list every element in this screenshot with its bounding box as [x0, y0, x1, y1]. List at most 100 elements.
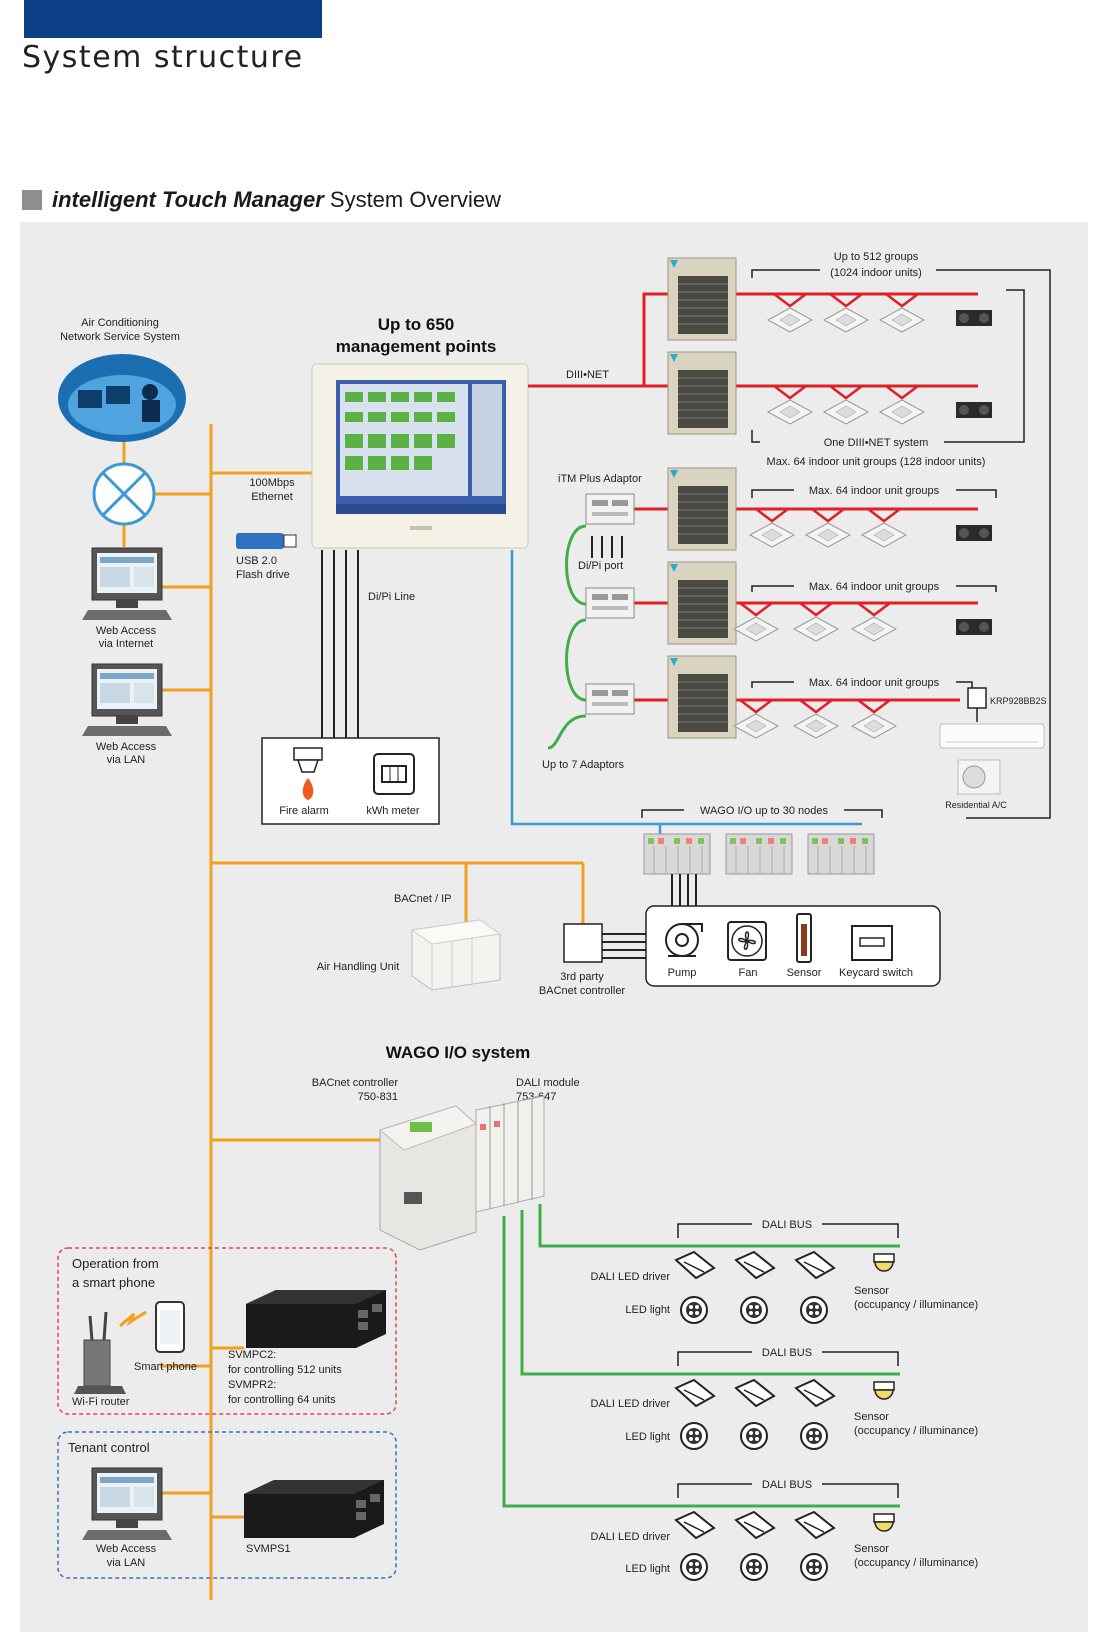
- led-light-icon: [680, 1296, 708, 1324]
- led-light-icon: [740, 1553, 768, 1581]
- dali-driver-icon: [735, 1379, 775, 1407]
- fire-alarm-icon: [293, 747, 323, 800]
- itm-capacity-line-2: management points: [336, 337, 497, 356]
- overview-title: intelligent Touch Manager System Overvie…: [52, 187, 501, 213]
- wago-node-3: [807, 833, 875, 875]
- web-lan-label-1: Web Access: [96, 741, 157, 753]
- overview-title-italic: intelligent Touch Manager: [52, 187, 324, 212]
- adaptor-dipi-port-lines: [591, 536, 623, 558]
- svmpc2-server-icon: [246, 1290, 386, 1348]
- sensor-label-2b: (occupancy / illuminance): [854, 1425, 978, 1437]
- dipi-port-label: Di/Pi port: [578, 560, 623, 572]
- residential-ac-icon: [939, 723, 1045, 795]
- web-internet-label-1: Web Access: [96, 625, 157, 637]
- led-light-icon: [800, 1296, 828, 1324]
- dali-driver-icon: [735, 1251, 775, 1279]
- indoor-duct-icon: [956, 402, 992, 418]
- led-light-icon: [680, 1553, 708, 1581]
- indoor-cassette-icon: [733, 713, 779, 739]
- dali-driver-icon: [675, 1379, 715, 1407]
- indoor-cassette-icon: [851, 616, 897, 642]
- smart-phone-label: Smart phone: [134, 1361, 197, 1373]
- indoor-cassette-icon: [733, 616, 779, 642]
- dali-driver-icon: [675, 1251, 715, 1279]
- web-lan-label-2: via LAN: [107, 754, 146, 766]
- dali-driver-icon: [735, 1511, 775, 1539]
- dali-sensor-icon: [873, 1253, 895, 1272]
- indoor-duct-icon: [956, 619, 992, 635]
- web-lan-pc-icon: [81, 663, 173, 737]
- ethernet-label-2: Ethernet: [251, 491, 293, 503]
- usb-drive-icon: [236, 533, 297, 549]
- sensor-label-2a: Sensor: [854, 1411, 889, 1423]
- svm-label-1: SVMPC2:: [228, 1349, 276, 1361]
- device-label-keycard: Keycard switch: [839, 967, 913, 979]
- ac-service-label-2: Network Service System: [60, 331, 180, 343]
- led-light-icon: [740, 1296, 768, 1324]
- kwh-meter-icon: [373, 753, 415, 795]
- svmps1-server-icon: [244, 1480, 384, 1538]
- outdoor-unit-5: [667, 655, 737, 739]
- dali-driver-label-2: DALI LED driver: [591, 1398, 671, 1410]
- indoor-cassette-icon: [823, 307, 869, 333]
- bacnet-ip-label: BACnet / IP: [394, 893, 451, 905]
- smart-phone-box: [57, 1247, 397, 1415]
- wago-nodes-label: WAGO I/O up to 30 nodes: [700, 805, 828, 817]
- itm-plus-adaptor-1: [585, 493, 635, 525]
- up-to-7-label: Up to 7 Adaptors: [542, 759, 624, 771]
- itm-plus-adaptor-3: [585, 683, 635, 715]
- itm-capacity-line-1: Up to 650: [378, 315, 455, 334]
- web-internet-label-2: via Internet: [99, 638, 153, 650]
- dali-driver-label-1: DALI LED driver: [591, 1271, 671, 1283]
- ethernet-label-1: 100Mbps: [249, 477, 295, 489]
- device-label-sensor: Sensor: [787, 967, 822, 979]
- led-light-icon: [800, 1553, 828, 1581]
- tenant-web-label-1: Web Access: [96, 1543, 157, 1555]
- wago-nodes-label-bg: [684, 803, 844, 817]
- indoor-duct-icon: [956, 525, 992, 541]
- max-note-label: Max. 64 indoor unit groups (128 indoor u…: [767, 456, 986, 468]
- indoor-cassette-icon: [823, 399, 869, 425]
- dali-driver-icon: [795, 1511, 835, 1539]
- controller-link-lines: [602, 933, 646, 959]
- wago-controller-icon: [378, 1095, 545, 1251]
- groups-label-2: (1024 indoor units): [830, 267, 922, 279]
- diii-net-lines: [528, 292, 978, 702]
- pump-icon: [665, 923, 703, 957]
- svm-label-4: for controlling 64 units: [228, 1394, 336, 1406]
- dali-bus-lines: [502, 1204, 900, 1508]
- outdoor-unit-4: [667, 561, 737, 645]
- keycard-switch-icon: [851, 925, 893, 961]
- overview-marker: [22, 190, 42, 210]
- dipi-lines: [321, 550, 359, 738]
- wifi-router-label: Wi-Fi router: [72, 1396, 130, 1408]
- bacnet-controller-label-1: BACnet controller: [312, 1077, 399, 1089]
- tenant-web-label-2: via LAN: [107, 1557, 146, 1569]
- krp-label: KRP928BB2S: [990, 696, 1047, 706]
- internet-globe-icon: [92, 462, 156, 526]
- indoor-cassette-icon: [767, 307, 813, 333]
- overview-title-rest: System Overview: [329, 187, 502, 212]
- header-bar: [24, 0, 322, 38]
- led-light-icon: [680, 1422, 708, 1450]
- device-label-pump: Pump: [668, 967, 697, 979]
- smart-title-1: Operation from: [72, 1256, 159, 1271]
- wago-node-lines: [671, 874, 697, 906]
- indoor-cassette-icon: [861, 522, 907, 548]
- control-room-icon: [58, 354, 186, 442]
- itm-plus-label: iTM Plus Adaptor: [558, 473, 642, 485]
- tenant-control-box: [57, 1431, 397, 1579]
- third-party-controller-icon: [563, 923, 603, 963]
- sensor-label-3b: (occupancy / illuminance): [854, 1557, 978, 1569]
- indoor-duct-icon: [956, 310, 992, 326]
- itm-plus-adaptor-2: [585, 587, 635, 619]
- svm-label-3: SVMPR2:: [228, 1379, 276, 1391]
- max64-label-a: Max. 64 indoor unit groups: [809, 485, 940, 497]
- smart-title-2: a smart phone: [72, 1275, 155, 1290]
- indoor-cassette-icon: [749, 522, 795, 548]
- dali-driver-icon: [675, 1511, 715, 1539]
- web-internet-pc-icon: [81, 547, 173, 621]
- sensor-label-3a: Sensor: [854, 1543, 889, 1555]
- indoor-cassette-icon: [879, 307, 925, 333]
